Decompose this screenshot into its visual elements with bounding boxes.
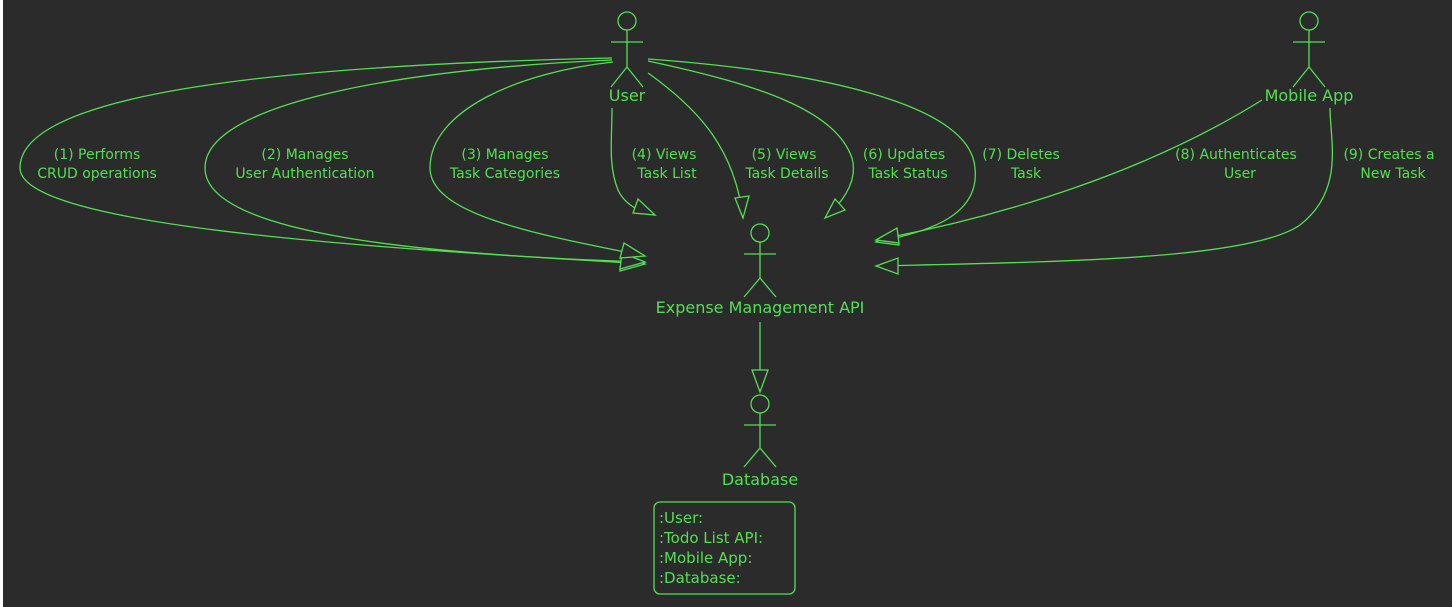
edge-label-5-line2: Task Details [744,166,828,182]
legend-note-box [653,501,796,595]
edge-label-6-line2: Task Status [867,166,947,182]
edge-label-1: (1) Performs CRUD operations [37,147,157,182]
edge-label-9-line1: (9) Creates a [1343,147,1434,163]
user-stick-figure-icon [610,11,644,88]
edge-label-2-line1: (2) Manages [261,147,348,163]
edge-label-6-line1: (6) Updates [863,147,945,163]
legend-note-line-2: :Todo List API: [659,529,763,547]
edge-label-7: (7) Deletes Task [982,147,1060,182]
edge-label-4-line1: (4) Views [632,147,697,163]
edge-9-creates-task [874,107,1334,275]
edge-3-manages-categories [429,61,648,259]
edge-label-2: (2) Manages User Authentication [235,147,374,182]
mobile-app-stick-figure-icon [1292,11,1326,88]
legend-note: :User: :Todo List API: :Mobile App: :Dat… [653,501,796,595]
legend-note-line-4: :Database: [659,569,741,587]
edge-label-8: (8) Authenticates User [1175,147,1297,182]
api-stick-figure-icon [743,223,777,298]
edge-label-4: (4) Views Task List [632,147,697,182]
actor-mobile-app[interactable]: Mobile App [1265,11,1354,105]
edge-1-performs-crud [19,57,648,272]
legend-note-line-3: :Mobile App: [659,549,752,567]
edge-label-9: (9) Creates a New Task [1343,147,1434,182]
actor-database-label: Database [722,470,798,489]
edge-label-4-line2: Task List [636,166,697,182]
actor-user[interactable]: User [609,11,646,105]
edge-label-6: (6) Updates Task Status [863,147,948,182]
edge-label-7-line1: (7) Deletes [982,147,1060,163]
edge-label-3-line1: (3) Manages [461,147,548,163]
actor-api[interactable]: Expense Management API [656,223,865,317]
actor-database[interactable]: Database [722,394,798,489]
edge-api-database [751,322,769,394]
edge-label-8-line2: User [1224,166,1256,182]
edge-6-updates-status [647,60,854,220]
edge-label-9-line2: New Task [1360,166,1426,182]
edge-label-3: (3) Manages Task Categories [449,147,560,182]
database-stick-figure-icon [743,394,777,468]
edge-label-2-line2: User Authentication [235,166,374,182]
edge-label-5: (5) Views Task Details [744,147,828,182]
edge-5-views-details [647,72,750,221]
edge-label-8-line1: (8) Authenticates [1175,147,1297,163]
edge-4-views-list [610,107,657,216]
edge-8-authenticates-user [873,99,1263,244]
edge-label-1-line1: (1) Performs [54,147,141,163]
edge-label-1-line2: CRUD operations [37,166,157,182]
edge-label-3-line2: Task Categories [449,166,560,182]
edge-label-7-line2: Task [1010,166,1042,182]
edge-label-5-line1: (5) Views [752,147,817,163]
actor-api-label: Expense Management API [656,298,865,317]
actor-mobile-app-label: Mobile App [1265,86,1354,105]
edge-2-manages-auth [204,59,648,270]
actor-user-label: User [609,86,646,105]
legend-note-line-1: :User: [659,509,703,527]
